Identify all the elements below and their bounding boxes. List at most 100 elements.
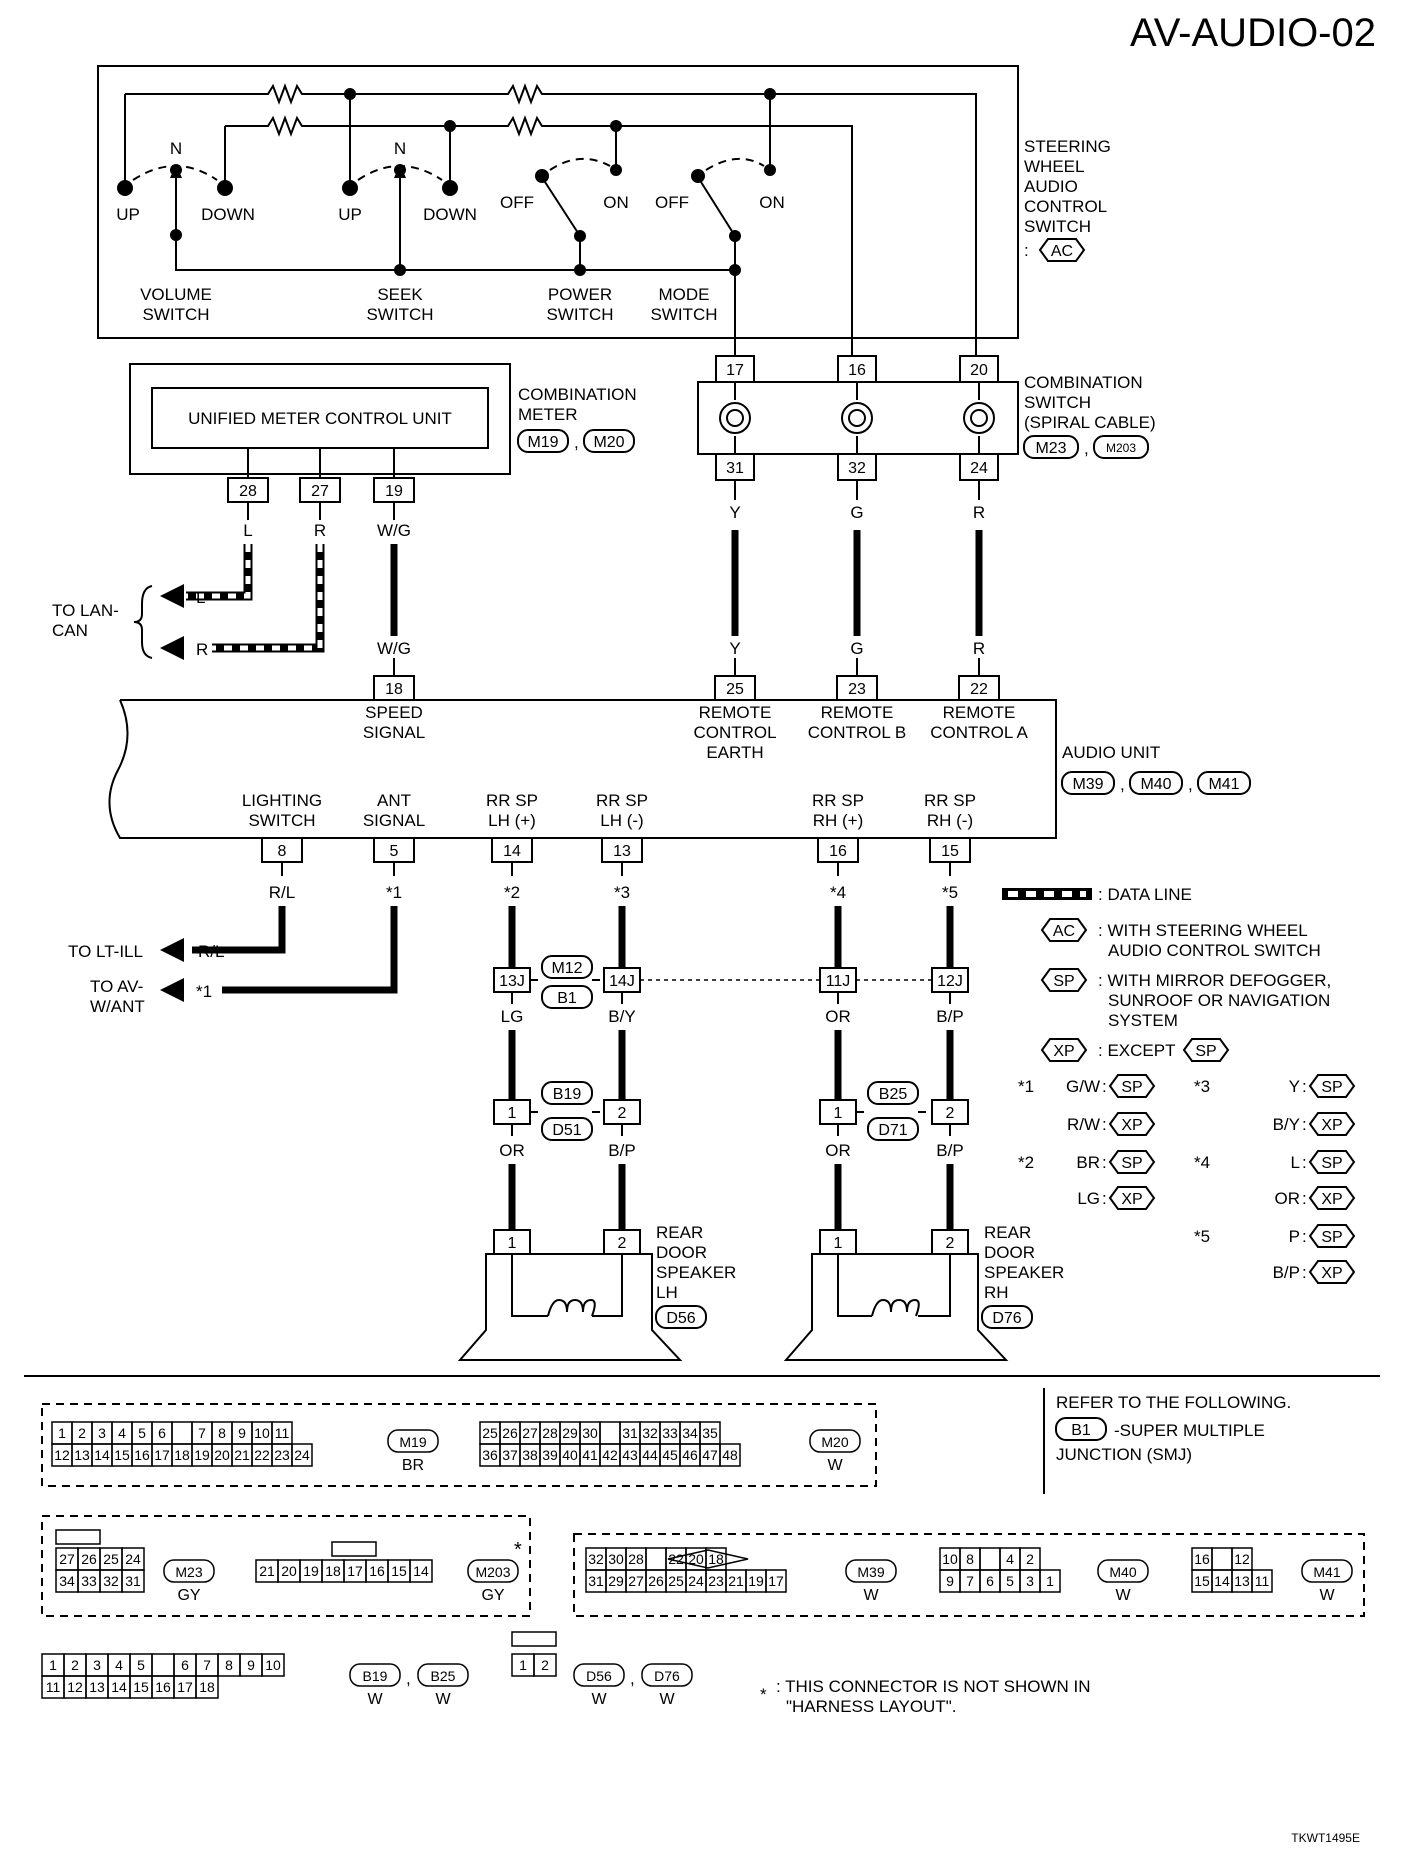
conn-tag-oval <box>387 1429 439 1453</box>
spk-rh-name-2: DOOR <box>984 1243 1035 1262</box>
audio-unit-name: AUDIO UNIT <box>1062 743 1160 762</box>
conn-pin-label: 29 <box>562 1425 578 1441</box>
conn-pin-label: 18 <box>199 1679 215 1695</box>
conn-pin-label: 4 <box>115 1657 123 1673</box>
refer-heading: REFER TO THE FOLLOWING. <box>1056 1393 1291 1412</box>
conn-pin-label: 43 <box>622 1447 638 1463</box>
conn-pin-label: 37 <box>502 1447 518 1463</box>
conn-pin-label: 15 <box>1194 1573 1210 1589</box>
b19-pin-2: 2 <box>618 1105 627 1122</box>
conn-pin-label: 22 <box>668 1551 684 1567</box>
rr-sp-rh-minus-2: RH (-) <box>927 811 973 830</box>
note1-mark: *1 <box>1018 1077 1034 1096</box>
wire-g-bottom: G <box>850 639 863 658</box>
remote-earth-3: EARTH <box>706 743 763 762</box>
power-on: ON <box>603 193 629 212</box>
conn-pin-label: 7 <box>198 1425 206 1441</box>
conn-pin-label: 32 <box>103 1573 119 1589</box>
combination-switch-block: 17 16 20 31 32 24 COMBINATION SWITCH (SP… <box>697 355 1156 481</box>
footer-code: TKWT1495E <box>1291 1831 1360 1845</box>
conn-pin-label: 14 <box>111 1679 127 1695</box>
remote-a-2: CONTROL A <box>930 723 1028 742</box>
conn-pin-label: 5 <box>1006 1573 1014 1589</box>
conn-pin-label: 9 <box>946 1573 954 1589</box>
conn-pin-label: 31 <box>125 1573 141 1589</box>
output-wires: R/L TO LT-ILL *1 TO AV- W/ANT <box>68 906 398 1016</box>
svg-text::: : <box>1102 1153 1107 1172</box>
d56-tag: D56 <box>666 1310 695 1327</box>
conn-pin-label: 13 <box>1234 1573 1250 1589</box>
m23-tag: M23 <box>1035 440 1066 457</box>
rr-sp-lh-plus-1: RR SP <box>486 791 538 810</box>
comb-sw-top-pin-3: 20 <box>970 362 988 379</box>
wire-wg-top: W/G <box>377 521 411 540</box>
conn-pin-label: 16 <box>155 1679 171 1695</box>
comb-sw-bottom-pin-2: 32 <box>848 460 866 477</box>
svg-text:,: , <box>574 433 579 452</box>
conn-pin-label: 19 <box>194 1447 210 1463</box>
conn-pin-label: 20 <box>281 1563 297 1579</box>
conn-tag-oval <box>809 1429 861 1453</box>
d76-tag: D76 <box>992 1310 1021 1327</box>
wire-r-top: R <box>973 503 985 522</box>
rr-sp-rh-minus-1: RR SP <box>924 791 976 810</box>
conn-pin-label: 26 <box>81 1551 97 1567</box>
conn-pin-label: 30 <box>608 1551 624 1567</box>
conn-color-label: BR <box>402 1457 424 1474</box>
conn-pin-label: 27 <box>59 1551 75 1567</box>
conn-tag-oval <box>349 1663 401 1687</box>
conn-pin-label: 1 <box>519 1657 527 1673</box>
seek-up: UP <box>338 205 362 224</box>
mode-off: OFF <box>655 193 689 212</box>
unified-meter-label: UNIFIED METER CONTROL UNIT <box>188 409 452 428</box>
wire-or-left: OR <box>499 1141 525 1160</box>
smj-pin-13j: 13J <box>499 973 525 990</box>
note2-tag-b: XP <box>1121 1191 1142 1208</box>
to-av-wan-1: TO AV- <box>90 977 143 996</box>
note4-tag-b: XP <box>1321 1191 1342 1208</box>
seek-down: DOWN <box>423 205 477 224</box>
conn-pin-label: 2 <box>78 1425 86 1441</box>
conn-cell <box>765 1569 787 1593</box>
conn-cell <box>533 1653 557 1677</box>
conn-pin-label: 2 <box>71 1657 79 1673</box>
comb-meter-name-2: METER <box>518 405 578 424</box>
conn-pin-label: 6 <box>181 1657 189 1673</box>
conn-tag-oval <box>163 1559 215 1583</box>
svg-text::: : <box>1102 1189 1107 1208</box>
conn-pin-label: 15 <box>133 1679 149 1695</box>
conn-tag-label: M203 <box>475 1564 510 1580</box>
conn-pin-label: 13 <box>89 1679 105 1695</box>
conn-color-label: W <box>1319 1587 1335 1604</box>
m39-tag: M39 <box>1072 776 1103 793</box>
conn-pin-label: 4 <box>118 1425 126 1441</box>
meter-pin-27: 27 <box>311 483 329 500</box>
speed-signal-2: SIGNAL <box>363 723 425 742</box>
spk-rh-name-3: SPEAKER <box>984 1263 1064 1282</box>
volume-switch-label-1: VOLUME <box>140 285 212 304</box>
conn-tag-oval <box>845 1559 897 1583</box>
rr-sp-lh-plus-2: LH (+) <box>488 811 536 830</box>
note3-tag-a: SP <box>1321 1079 1342 1096</box>
conn-pin-label: 46 <box>682 1447 698 1463</box>
wire-g-top: G <box>850 503 863 522</box>
conn-pin-label: 5 <box>138 1425 146 1441</box>
conn-pin-label: 29 <box>608 1573 624 1589</box>
lan-can-wires: L R W/G L R TO LAN- CAN W/G <box>52 502 411 676</box>
conn-color-label: GY <box>481 1587 504 1604</box>
conn-cell <box>1039 1569 1061 1593</box>
wire-star4: *4 <box>830 883 846 902</box>
conn-cell <box>719 1443 741 1467</box>
page-title: AV-AUDIO-02 <box>1130 11 1376 55</box>
conn-tag-label: M23 <box>175 1564 202 1580</box>
svg-text::: : <box>1302 1189 1307 1208</box>
conn-pin-label: 9 <box>247 1657 255 1673</box>
conn-pin-label: 16 <box>134 1447 150 1463</box>
to-lt-ill: TO LT-ILL <box>68 942 143 961</box>
note1-tag-b: XP <box>1121 1117 1142 1134</box>
remote-earth-2: CONTROL <box>693 723 776 742</box>
m203-tag: M203 <box>1106 441 1136 455</box>
ac-tag: AC <box>1051 243 1073 260</box>
conn-pin-label: 17 <box>768 1573 784 1589</box>
wire-by: B/Y <box>608 1007 635 1026</box>
